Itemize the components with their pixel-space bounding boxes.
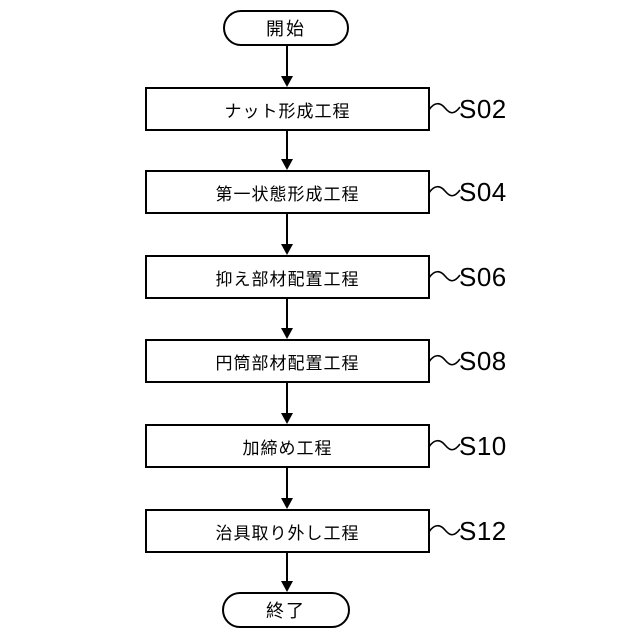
flow-arrow-line [286,214,288,248]
connector-squiggle-icon [429,269,461,285]
process-label: 治具取り外し工程 [215,523,360,543]
start-terminal: 開始 [223,10,349,46]
connector-squiggle-icon [429,353,461,369]
step-code-label: S12 [459,515,507,546]
down-arrow-icon [281,244,293,255]
end-terminal: 終了 [222,592,350,628]
down-arrow-icon [281,328,293,339]
process-box-crimping: 加締め工程 [145,424,430,468]
process-box-jig-removal: 治具取り外し工程 [145,509,430,553]
process-box-first-state-forming: 第一状態形成工程 [145,170,430,214]
process-label: ナット形成工程 [224,101,351,121]
start-label: 開始 [266,19,306,39]
down-arrow-icon [281,413,293,424]
flow-arrow-line [286,553,288,585]
step-code-label: S04 [459,176,507,207]
connector-squiggle-icon [429,101,461,117]
connector-squiggle-icon [429,184,461,200]
down-arrow-icon [281,498,293,509]
step-code-label: S06 [459,261,507,292]
process-box-cylinder-member-placement: 円筒部材配置工程 [145,339,430,383]
connector-squiggle-icon [429,438,461,454]
process-label: 抑え部材配置工程 [215,269,360,289]
flow-arrow-line [286,299,288,332]
process-label: 円筒部材配置工程 [215,353,360,373]
flow-arrow-line [286,383,288,417]
flow-arrow-line [286,46,288,80]
down-arrow-icon [281,581,293,592]
process-label: 第一状態形成工程 [215,184,360,204]
step-code-label: S10 [459,430,507,461]
flow-arrow-line [286,131,288,163]
end-label: 終了 [266,601,306,621]
process-label: 加締め工程 [242,438,333,458]
process-box-holding-member-placement: 抑え部材配置工程 [145,255,430,299]
down-arrow-icon [281,76,293,87]
flow-arrow-line [286,468,288,502]
step-code-label: S02 [459,93,507,124]
process-box-nut-forming: ナット形成工程 [145,87,430,131]
down-arrow-icon [281,159,293,170]
connector-squiggle-icon [429,523,461,539]
step-code-label: S08 [459,345,507,376]
